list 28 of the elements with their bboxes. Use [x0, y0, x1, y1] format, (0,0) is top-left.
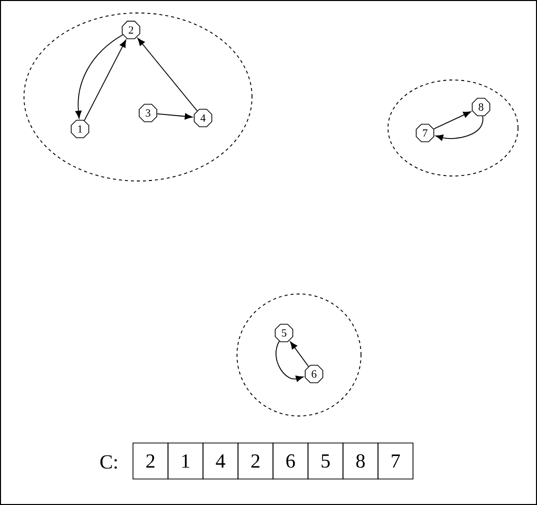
arrow: [435, 116, 484, 141]
arrow: [276, 340, 304, 382]
vertex-octagon: 5: [274, 324, 294, 342]
array-cell: 8: [342, 442, 378, 480]
array-name: C:: [100, 455, 117, 469]
vertex-octagon: 3: [138, 104, 158, 122]
array-cell: 4: [202, 442, 238, 480]
array-cell: 2: [132, 442, 168, 480]
vertex-octagon: 2: [122, 20, 140, 40]
arrow: [290, 342, 309, 367]
array-cell: 7: [378, 442, 414, 480]
cluster-outline: [24, 12, 252, 182]
vertex-octagon: 6: [304, 364, 324, 384]
vertex-octagon: 7: [416, 124, 434, 142]
array-cell: 2: [238, 442, 274, 480]
arrow: [156, 113, 192, 120]
arrow: [433, 111, 471, 130]
vertex-octagon: 1: [70, 120, 90, 138]
array-cell: 6: [272, 442, 308, 480]
arrow: [84, 40, 126, 121]
array-cell: 1: [168, 442, 204, 480]
arrow: [138, 38, 198, 112]
vertex-octagon: 8: [472, 98, 490, 116]
array-cell: 5: [308, 442, 344, 480]
cluster-outline: [236, 294, 362, 416]
vertex-octagon: 4: [194, 108, 212, 128]
cluster-outline: [388, 80, 518, 176]
arrow: [75, 34, 124, 118]
